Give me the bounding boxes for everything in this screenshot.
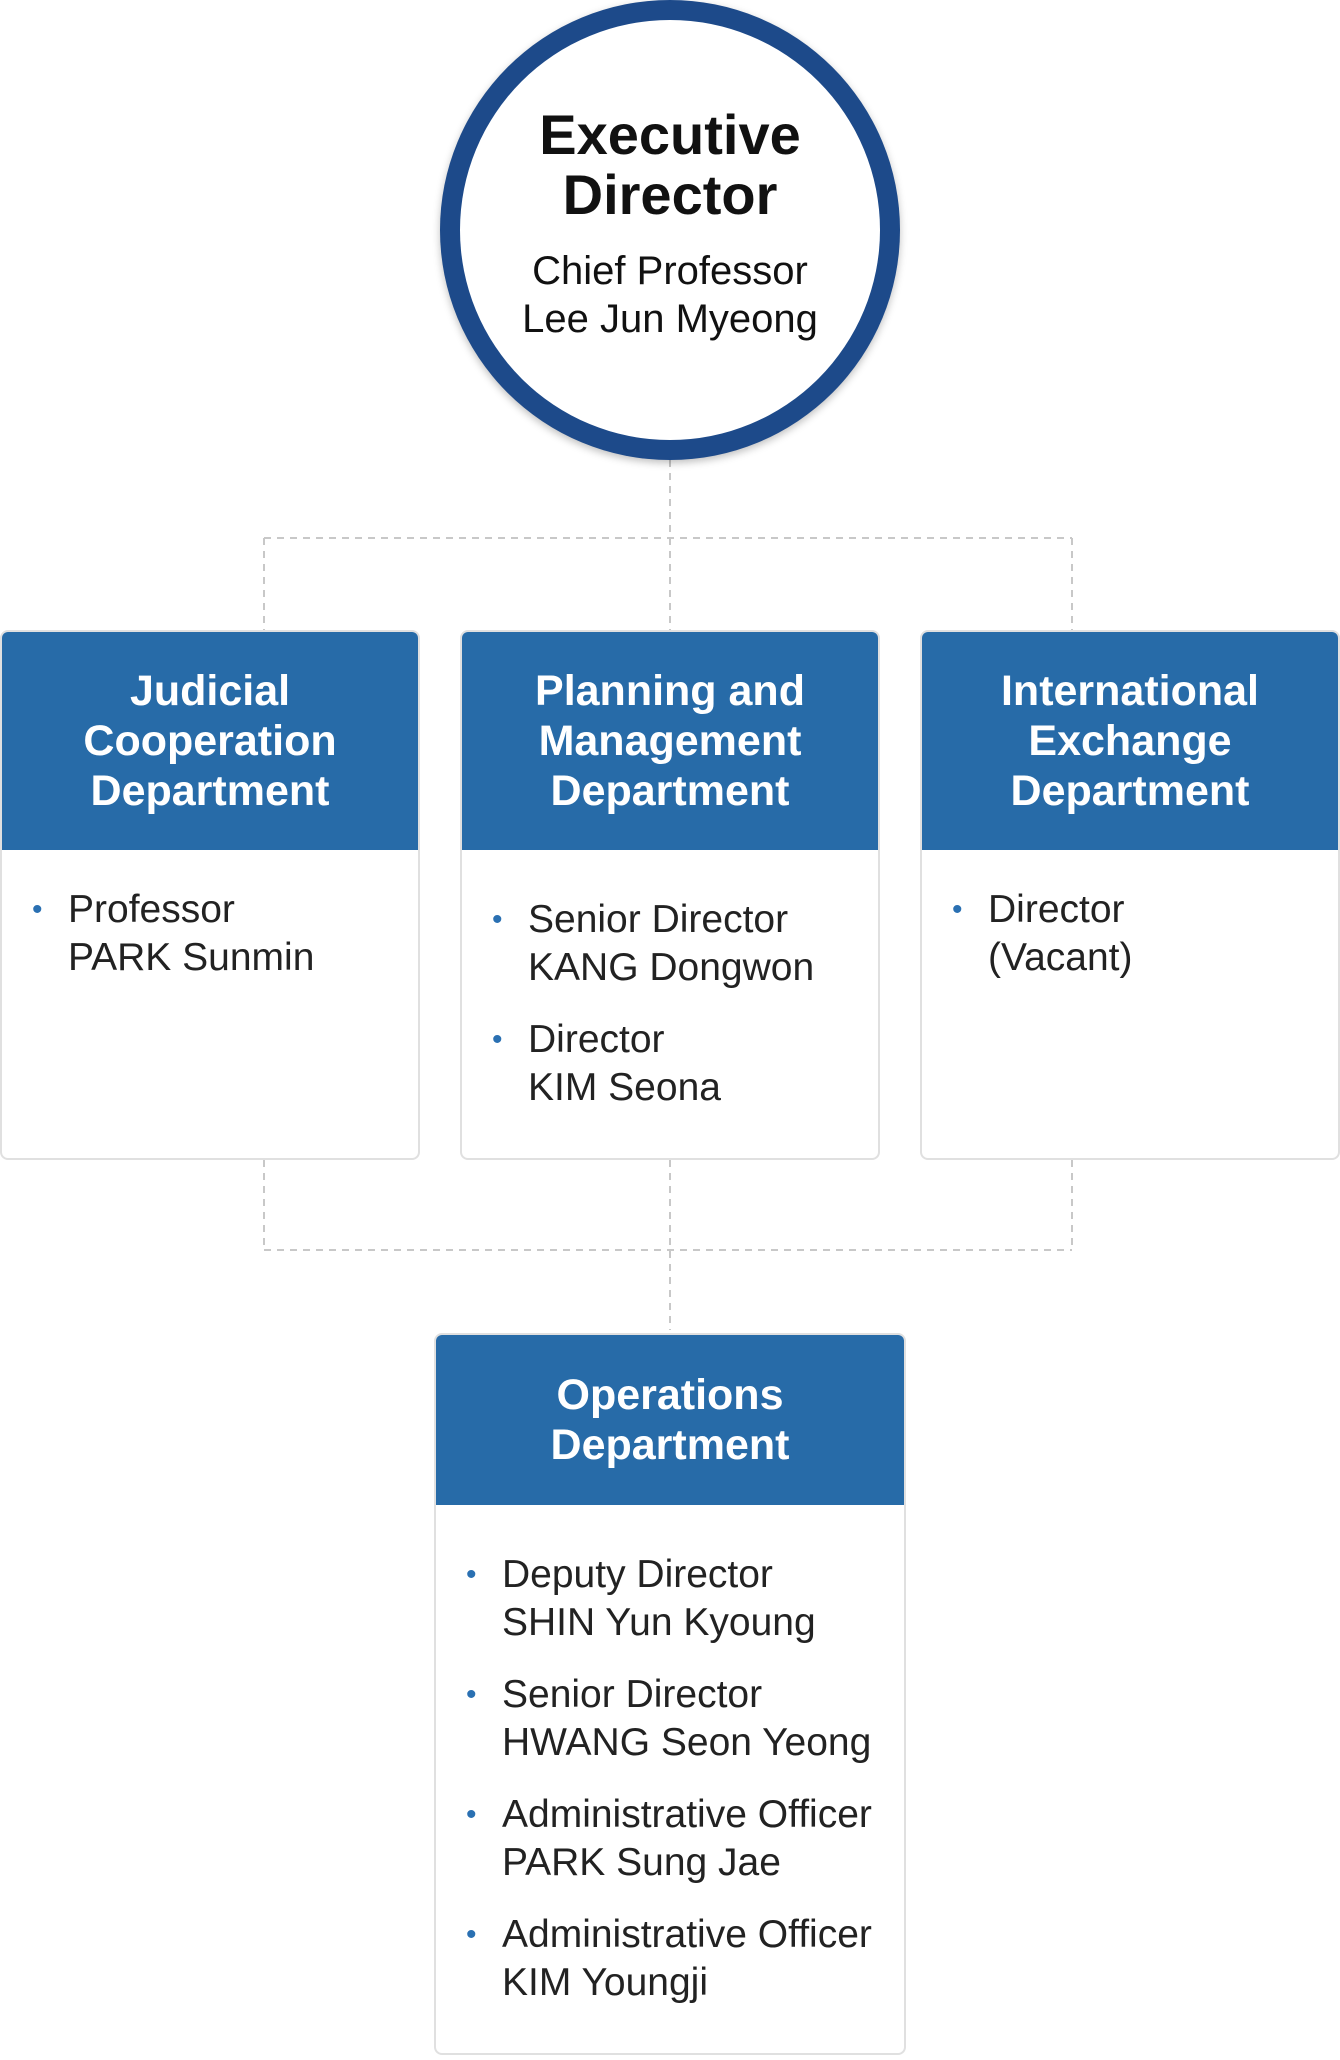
member-role: Professor: [68, 888, 235, 931]
executive-person: Chief Professor Lee Jun Myeong: [522, 247, 818, 343]
member-name: SHIN Yun Kyoung: [502, 1601, 816, 1644]
member-list: • Deputy Director SHIN Yun Kyoung • Seni…: [436, 1505, 904, 2051]
department-title: International Exchange Department: [922, 632, 1338, 850]
member-role: Administrative Officer: [502, 1913, 872, 1956]
member-list: • Director (Vacant): [922, 850, 1338, 1026]
department-title: Operations Department: [436, 1335, 904, 1505]
member-name: KIM Youngji: [502, 1961, 708, 2004]
member-item: • Director KIM Seona: [492, 1016, 858, 1112]
bullet-icon: •: [466, 1678, 477, 1711]
bullet-icon: •: [466, 1798, 477, 1831]
department-title: Judicial Cooperation Department: [2, 632, 418, 850]
executive-director-circle: Executive Director Chief Professor Lee J…: [460, 20, 880, 440]
member-list: • Senior Director KANG Dongwon • Directo…: [462, 850, 878, 1156]
member-role: Director: [528, 1018, 665, 1061]
department-planning-management: Planning and Management Department • Sen…: [460, 630, 880, 1160]
executive-name: Lee Jun Myeong: [522, 297, 818, 341]
member-item: • Deputy Director SHIN Yun Kyoung: [466, 1551, 884, 1647]
member-item: • Senior Director KANG Dongwon: [492, 896, 858, 992]
member-role: Senior Director: [528, 898, 789, 941]
member-role: Senior Director: [502, 1673, 763, 1716]
member-role: Administrative Officer: [502, 1793, 872, 1836]
member-role: Deputy Director: [502, 1553, 773, 1596]
member-name: HWANG Seon Yeong: [502, 1721, 872, 1764]
bullet-icon: •: [466, 1558, 477, 1591]
member-list: • Professor PARK Sunmin: [2, 850, 418, 1026]
department-operations: Operations Department • Deputy Director …: [434, 1333, 906, 2055]
executive-role: Chief Professor: [532, 249, 808, 293]
member-item: • Senior Director HWANG Seon Yeong: [466, 1671, 884, 1767]
bullet-icon: •: [492, 903, 503, 936]
department-title: Planning and Management Department: [462, 632, 878, 850]
member-item: • Administrative Officer KIM Youngji: [466, 1911, 884, 2007]
member-name: KANG Dongwon: [528, 946, 815, 989]
bullet-icon: •: [466, 1918, 477, 1951]
member-item: • Administrative Officer PARK Sung Jae: [466, 1791, 884, 1887]
member-name: (Vacant): [988, 936, 1133, 979]
department-judicial-cooperation: Judicial Cooperation Department • Profes…: [0, 630, 420, 1160]
bullet-icon: •: [32, 893, 43, 926]
member-item: • Director (Vacant): [952, 886, 1318, 982]
member-name: KIM Seona: [528, 1066, 721, 1109]
member-role: Director: [988, 888, 1125, 931]
bullet-icon: •: [952, 893, 963, 926]
bullet-icon: •: [492, 1023, 503, 1056]
department-international-exchange: International Exchange Department • Dire…: [920, 630, 1340, 1160]
executive-title: Executive Director: [539, 103, 801, 226]
member-item: • Professor PARK Sunmin: [32, 886, 398, 982]
executive-director-node: Executive Director Chief Professor Lee J…: [440, 0, 900, 460]
member-name: PARK Sunmin: [68, 936, 315, 979]
member-name: PARK Sung Jae: [502, 1841, 781, 1884]
